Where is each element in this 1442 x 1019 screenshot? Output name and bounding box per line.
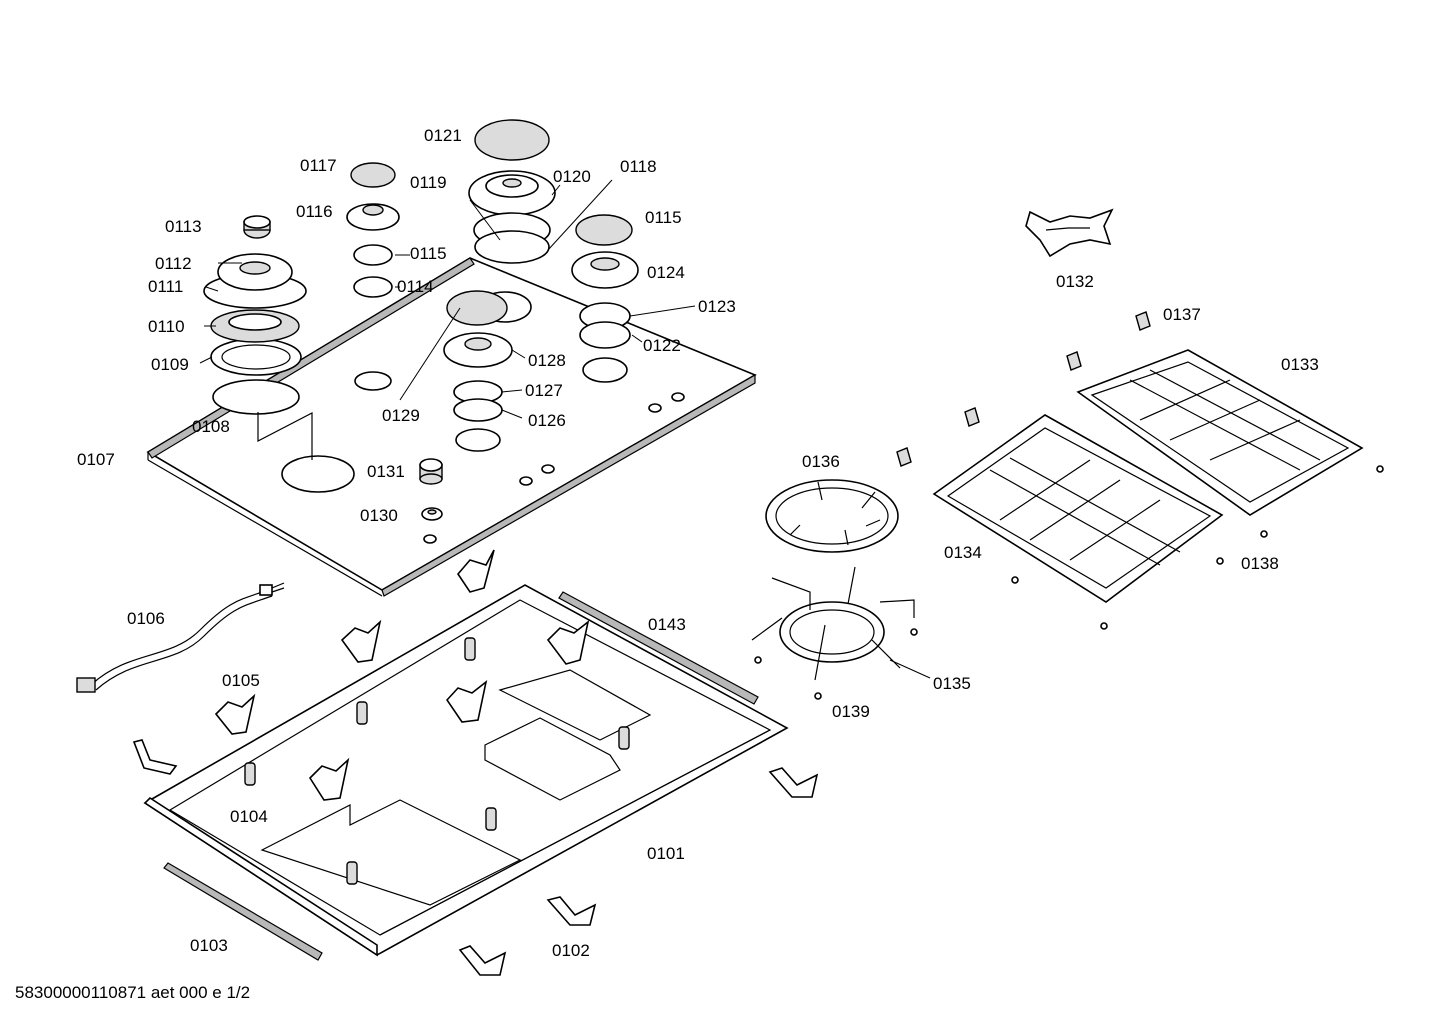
label-0107: 0107	[77, 450, 115, 469]
label-0115-left: 0115	[410, 244, 447, 263]
label-0131: 0131	[367, 462, 405, 481]
label-0106: 0106	[127, 609, 165, 628]
thermocouple-clips	[214, 549, 590, 801]
label-0114: 0114	[397, 277, 434, 296]
label-0116: 0116	[296, 202, 333, 221]
label-0122: 0122	[643, 336, 681, 355]
label-0119: 0119	[410, 173, 447, 192]
label-0136: 0136	[802, 452, 840, 471]
label-0105: 0105	[222, 671, 260, 690]
label-0117: 0117	[300, 156, 337, 175]
label-0101: 0101	[647, 844, 685, 863]
semi-rapid-burner-center	[443, 290, 513, 422]
label-0124: 0124	[647, 263, 685, 282]
power-cord	[76, 582, 285, 693]
label-0134: 0134	[944, 543, 982, 562]
wok-stand	[1025, 208, 1114, 258]
rubber-feet	[896, 311, 1384, 630]
label-0103: 0103	[190, 936, 228, 955]
label-0133: 0133	[1281, 355, 1319, 374]
wok-burner-stack	[203, 215, 313, 460]
label-0135: 0135	[933, 674, 971, 693]
document-footer: 58300000110871 aet 000 e 1/2	[15, 983, 250, 1002]
label-0102: 0102	[552, 941, 590, 960]
label-0126: 0126	[528, 411, 566, 430]
label-0112: 0112	[155, 254, 192, 273]
mounting-clamps	[132, 739, 819, 976]
label-0143: 0143	[648, 615, 686, 634]
label-0109: 0109	[151, 355, 189, 374]
label-0138: 0138	[1241, 554, 1279, 573]
seal-strips	[163, 591, 759, 961]
label-0127: 0127	[525, 381, 563, 400]
label-0130: 0130	[360, 506, 398, 525]
label-0113: 0113	[165, 217, 202, 236]
rapid-burner	[468, 119, 556, 264]
label-0104: 0104	[230, 807, 268, 826]
label-0128: 0128	[528, 351, 566, 370]
pan-support-right	[1076, 349, 1364, 516]
label-0139: 0139	[832, 702, 870, 721]
base-tray	[143, 584, 789, 957]
label-0129: 0129	[382, 406, 420, 425]
gas-valves	[244, 637, 630, 885]
wok-ring	[765, 479, 899, 553]
label-0120: 0120	[553, 167, 591, 186]
label-0123: 0123	[698, 297, 736, 316]
label-0121: 0121	[424, 126, 462, 145]
label-0137: 0137	[1163, 305, 1201, 324]
pan-support-left	[932, 414, 1224, 603]
label-0118: 0118	[620, 157, 657, 176]
label-0111: 0111	[148, 277, 183, 296]
control-knob	[419, 458, 443, 521]
leader-lines	[199, 179, 931, 679]
part-labels: 0121 0117 0118 0120 0119 0116 0115 0113 …	[77, 126, 1319, 960]
label-0108: 0108	[192, 417, 230, 436]
auxiliary-burner	[346, 162, 400, 298]
label-0110: 0110	[148, 317, 185, 336]
wok-support-grid	[751, 566, 918, 700]
label-0115-right: 0115	[645, 208, 682, 227]
label-0132: 0132	[1056, 272, 1094, 291]
semi-rapid-burner-right	[571, 214, 639, 349]
